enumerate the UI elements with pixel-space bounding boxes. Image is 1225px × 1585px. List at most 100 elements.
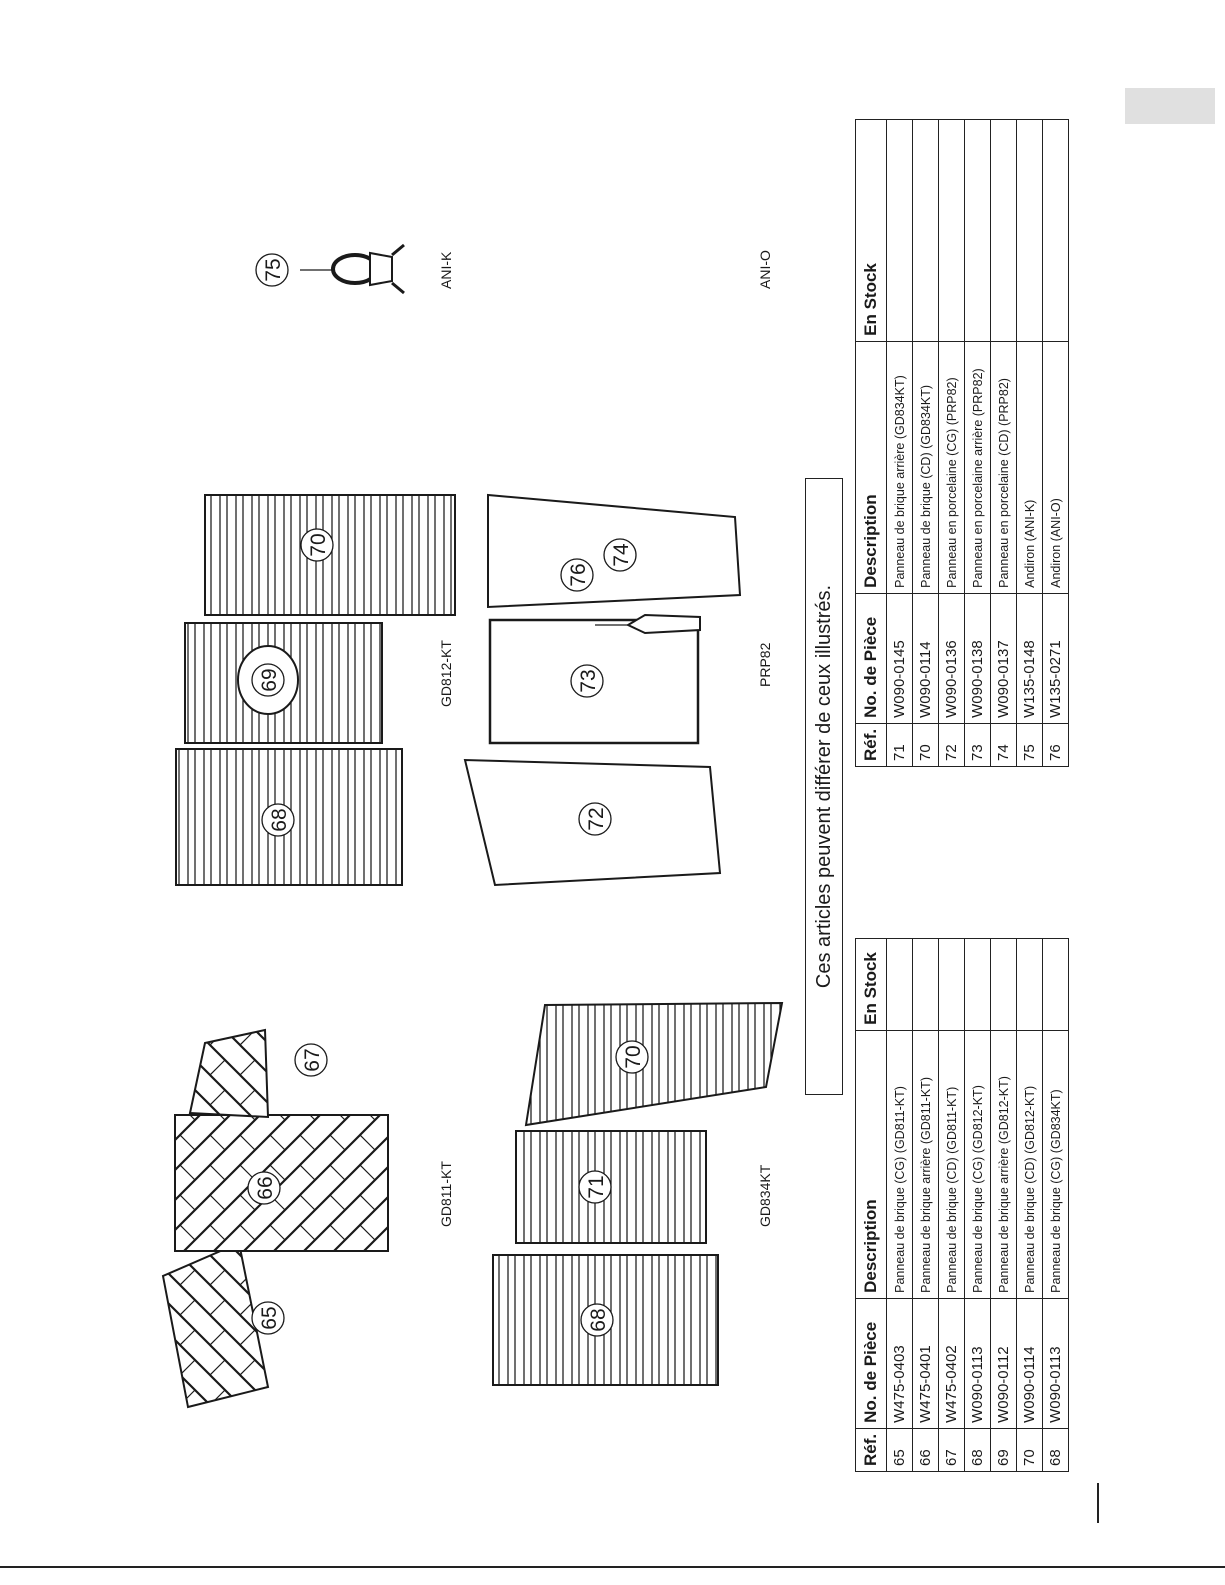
cell-part-no: W090-0113 [964,1298,991,1429]
cell-part-no: W090-0138 [964,593,991,724]
callout-65: 65 [251,1301,285,1335]
cell-part-no: W090-0114 [912,593,939,724]
cell-part-no: W090-0145 [886,593,913,724]
cell-in-stock [912,119,939,342]
page-number-tick [1097,1483,1099,1523]
cell-description: Andiron (ANI-O) [1042,341,1069,594]
svg-text:68: 68 [268,808,291,831]
cell-part-no: W475-0401 [912,1298,939,1429]
cell-ref: 76 [1042,723,1069,767]
svg-text:74: 74 [610,543,633,567]
cell-description: Panneau en porcelaine (CD) (PRP82) [990,341,1017,594]
cell-part-no: W475-0403 [886,1298,913,1429]
section-tab-marker [1125,88,1215,124]
callout-71: 71 [578,1170,612,1204]
callout-70a: 70 [615,1040,649,1074]
cell-part-no: W135-0148 [1016,593,1043,724]
cell-part-no: W135-0271 [1042,593,1069,724]
callout-69: 69 [251,663,285,697]
cell-ref: 70 [1016,1428,1043,1472]
cell-in-stock [990,119,1017,342]
cell-ref: 67 [938,1428,965,1472]
cell-part-no: W090-0136 [938,593,965,724]
cell-description: Panneau en porcelaine arrière (PRP82) [964,341,991,594]
parts-table-left: Réf. No. de Pièce Description En Stock 6… [855,938,1069,1472]
callout-70b: 70 [300,528,334,562]
callout-72: 72 [578,802,612,836]
cell-description: Panneau de brique arrière (GD812-KT) [990,1030,1017,1299]
andiron-76 [595,613,701,635]
group-label-anik: ANI-K [438,251,454,289]
group-label-gd812: GD812-KT [438,640,454,707]
cell-in-stock [964,119,991,342]
ribbed-panel-70a [524,1001,784,1127]
table-header-row: Réf. No. de Pièce Description En Stock [855,119,887,767]
col-header-description: Description [855,341,887,594]
svg-text:68: 68 [587,1308,610,1331]
cell-description: Panneau de brique (CG) (GD811-KT) [886,1030,913,1299]
cell-ref: 73 [964,723,991,767]
cell-ref: 66 [912,1428,939,1472]
cell-part-no: W090-0113 [1042,1298,1069,1429]
cell-description: Panneau de brique arrière (GD834KT) [886,341,913,594]
callout-67: 67 [294,1043,328,1077]
group-label-gd811: GD811-KT [438,1161,454,1227]
cell-ref: 71 [886,723,913,767]
svg-text:76: 76 [567,563,590,586]
cell-description: Panneau de brique (CG) (GD834KT) [1042,1030,1069,1299]
svg-text:70: 70 [307,533,330,556]
brick-panel-66 [174,1114,389,1252]
col-header-part-no: No. de Pièce [855,1298,887,1429]
cell-in-stock [938,938,965,1031]
group-label-anio: ANI-O [757,250,773,289]
callout-73: 73 [570,664,604,698]
cell-description: Panneau en porcelaine (CG) (PRP82) [938,341,965,594]
cell-ref: 70 [912,723,939,767]
table-header-row: Réf. No. de Pièce Description En Stock [855,938,887,1472]
col-header-description: Description [855,1030,887,1299]
disclaimer-note: Ces articles peuvent différer de ceux il… [805,478,843,1095]
brick-panel-65 [161,1241,270,1409]
cell-description: Panneau de brique (CG) (GD812-KT) [964,1030,991,1299]
cell-in-stock [1042,938,1069,1031]
svg-text:72: 72 [585,807,608,830]
andiron-75 [300,243,405,295]
callout-74: 74 [603,538,637,572]
callout-68b: 68 [261,803,295,837]
cell-part-no: W090-0137 [990,593,1017,724]
cell-ref: 75 [1016,723,1043,767]
group-label-prp82: PRP82 [757,642,773,687]
svg-text:71: 71 [585,1175,608,1198]
cell-description: Andiron (ANI-K) [1016,341,1043,594]
col-header-ref: Réf. [855,723,887,767]
cell-part-no: W475-0402 [938,1298,965,1429]
col-header-in-stock: En Stock [855,938,887,1031]
parts-table-right: Réf. No. de Pièce Description En Stock 7… [855,119,1069,767]
cell-description: Panneau de brique (CD) (GD834KT) [912,341,939,594]
cell-ref: 72 [938,723,965,767]
cell-description: Panneau de brique (CD) (GD812-KT) [1016,1030,1043,1299]
cell-in-stock [964,938,991,1031]
svg-text:66: 66 [254,1176,277,1199]
svg-text:65: 65 [258,1306,281,1329]
cell-description: Panneau de brique arrière (GD811-KT) [912,1030,939,1299]
group-label-gd834: GD834KT [757,1164,773,1227]
col-header-ref: Réf. [855,1428,887,1472]
cell-in-stock [1042,119,1069,342]
cell-in-stock [990,938,1017,1031]
